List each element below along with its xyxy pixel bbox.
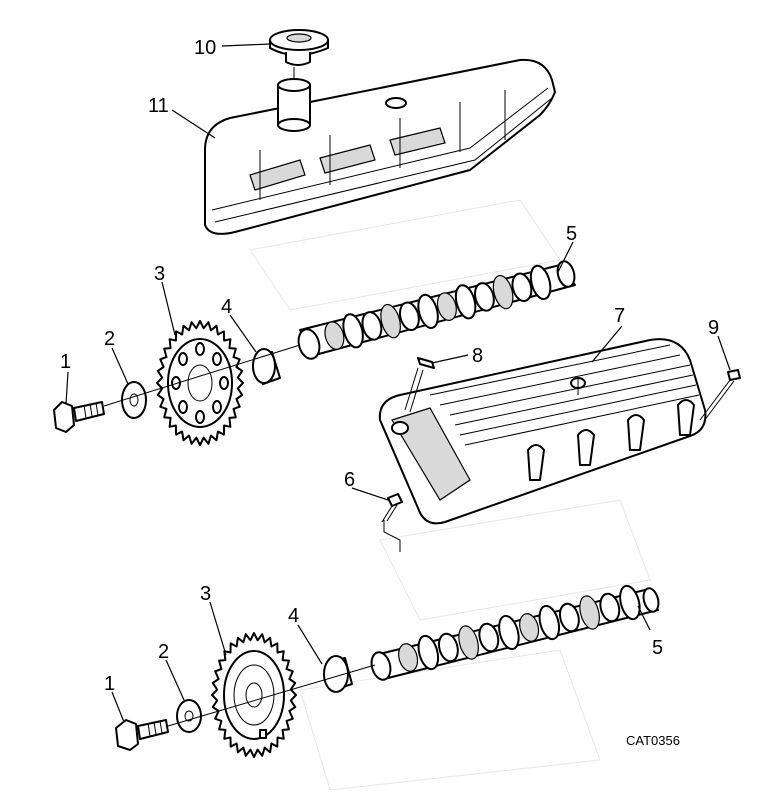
cover-bolt-9: [699, 369, 741, 422]
cam-lobe: [538, 604, 561, 641]
callout-4-lower: 4: [288, 605, 299, 627]
sprocket-hole: [171, 376, 181, 390]
sprocket-hole: [195, 342, 205, 356]
oil-filler-cap: [269, 29, 329, 80]
washer-upper: [121, 381, 147, 419]
cam-lobe: [498, 614, 520, 651]
cam-lobe: [454, 284, 477, 320]
background-ghost-outlines: [249, 199, 651, 791]
callout-2-lower: 2: [158, 641, 169, 663]
cam-lobe: [492, 274, 514, 310]
callout-9: 9: [708, 317, 719, 339]
cam-lobe: [558, 602, 580, 633]
cam-lobe: [380, 303, 401, 339]
cam-lobe: [599, 592, 621, 623]
washer-lower: [176, 699, 202, 733]
spacer-ring-upper: [252, 348, 281, 385]
bolt-upper: [53, 401, 105, 433]
cam-lobe: [398, 643, 419, 672]
callout-labels: 10 11 5 3 4 2 1 8 7 9 6 3 4 2 1 5: [60, 37, 719, 695]
callout-10: 10: [194, 37, 216, 59]
cam-lobe: [361, 311, 383, 341]
sprocket-hole: [219, 376, 229, 390]
cam-lobe: [417, 634, 440, 671]
sprocket-hole: [178, 352, 188, 366]
camshaft-sprocket-upper: [156, 320, 244, 446]
cam-lobe: [473, 282, 495, 312]
cam-lobe: [342, 313, 364, 349]
cam-lobe: [619, 584, 641, 621]
callout-8: 8: [472, 345, 483, 367]
callout-5-lower: 5: [652, 637, 663, 659]
callout-7: 7: [614, 305, 625, 327]
leader-lines: [65, 43, 731, 723]
callout-5-upper: 5: [566, 223, 577, 245]
callout-1-upper: 1: [60, 351, 71, 373]
cam-lobe: [417, 293, 439, 329]
cam-lobe: [324, 321, 345, 350]
camshaft-upper: [297, 260, 576, 360]
callout-11: 11: [148, 95, 169, 117]
cam-cover-upper: [204, 58, 556, 235]
callout-6: 6: [344, 469, 355, 491]
spacer-ring-lower: [323, 655, 353, 693]
cover-bolt-8: [404, 357, 435, 413]
cam-lobe: [398, 301, 420, 332]
sprocket-hole: [195, 410, 205, 424]
callout-3-upper: 3: [154, 263, 165, 285]
sprocket-hole: [178, 400, 188, 414]
cam-lobe: [458, 625, 479, 660]
callout-1-lower: 1: [104, 673, 115, 695]
cam-lobe: [519, 613, 540, 642]
callout-3-lower: 3: [200, 583, 211, 605]
cam-cover-lower: [378, 338, 707, 525]
cam-lobe: [478, 622, 500, 653]
figure-reference-code: CAT0356: [626, 733, 680, 748]
cam-lobe: [529, 264, 552, 300]
camshaft-sprocket-lower: [211, 632, 297, 758]
cam-lobe: [437, 632, 459, 663]
camshaft-lower: [370, 584, 660, 681]
callout-2-upper: 2: [104, 328, 115, 350]
sprocket-hole: [212, 352, 222, 366]
cam-lobe: [436, 292, 457, 321]
cam-lobe: [579, 595, 600, 630]
bolt-lower: [115, 719, 169, 751]
cover-bolt-6: [381, 493, 403, 552]
callout-4-upper: 4: [221, 296, 232, 318]
sprocket-hole: [212, 400, 222, 414]
cam-lobe: [511, 272, 533, 303]
